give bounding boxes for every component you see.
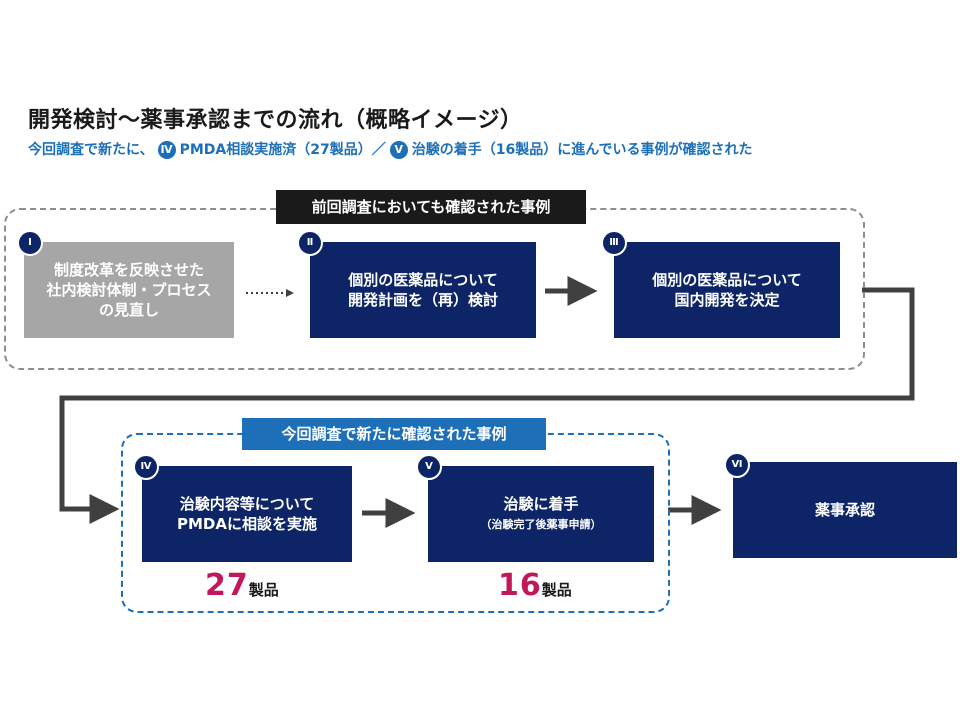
step-v-product-count: 16製品 [498, 568, 572, 603]
step-label-line: 治験に着手 [503, 495, 579, 513]
step-iv-badge-icon: Ⅳ [133, 454, 159, 480]
step-label-line: 治験内容等について [179, 495, 315, 513]
step-sublabel: （治験完了後薬事申請） [480, 518, 602, 531]
step-ii-badge-icon: Ⅱ [297, 230, 323, 256]
step-vi-box: 薬事承認 [733, 462, 957, 558]
count-value: 16 [498, 568, 542, 603]
step-label-line: 薬事承認 [814, 501, 875, 519]
count-unit: 製品 [541, 581, 572, 599]
step-ii-box: 個別の医薬品について 開発計画を（再）検討 [310, 242, 536, 338]
step-i-box: 制度改革を反映させた 社内検討体制・プロセス の見直し [24, 242, 234, 338]
step-iv-box: 治験内容等について PMDAに相談を実施 [142, 466, 352, 562]
step-v-box: 治験に着手 （治験完了後薬事申請） [428, 466, 654, 562]
step-label-line: 国内開発を決定 [674, 291, 780, 309]
step-label-line: 個別の医薬品について [348, 271, 498, 289]
step-iii-box: 個別の医薬品について 国内開発を決定 [614, 242, 840, 338]
step-v-badge-icon: Ⅴ [389, 141, 408, 159]
page-title: 開発検討～薬事承認までの流れ（概略イメージ） [28, 108, 523, 133]
step-label-line: PMDAに相談を実施 [177, 515, 317, 533]
count-value: 27 [205, 568, 249, 603]
new-cases-label: 今回調査で新たに確認された事例 [242, 418, 546, 450]
step-label-line: の見直し [98, 301, 159, 319]
step-label-line: 開発計画を（再）検討 [347, 291, 498, 309]
step-label-line: 社内検討体制・プロセス [46, 281, 212, 299]
previous-cases-label: 前回調査においても確認された事例 [276, 190, 586, 224]
step-vi-badge-icon: Ⅵ [724, 452, 750, 478]
subtitle-mid: PMDA相談実施済（27製品）／ [179, 142, 386, 158]
arrow-iii-to-iv [59, 287, 915, 524]
step-i-badge-icon: Ⅰ [17, 230, 43, 256]
subtitle-suffix: 治験の着手（16製品）に進んでいる事例が確認された [411, 142, 753, 158]
step-v-badge-icon: Ⅴ [416, 454, 442, 480]
step-iv-badge-icon: Ⅳ [157, 141, 176, 159]
step-iii-badge-icon: Ⅲ [601, 230, 627, 256]
subtitle-prefix: 今回調査で新たに、 [28, 142, 154, 158]
step-label-line: 個別の医薬品について [652, 271, 802, 289]
count-unit: 製品 [248, 581, 279, 599]
step-iv-product-count: 27製品 [205, 568, 279, 603]
step-label-line: 制度改革を反映させた [53, 261, 204, 279]
